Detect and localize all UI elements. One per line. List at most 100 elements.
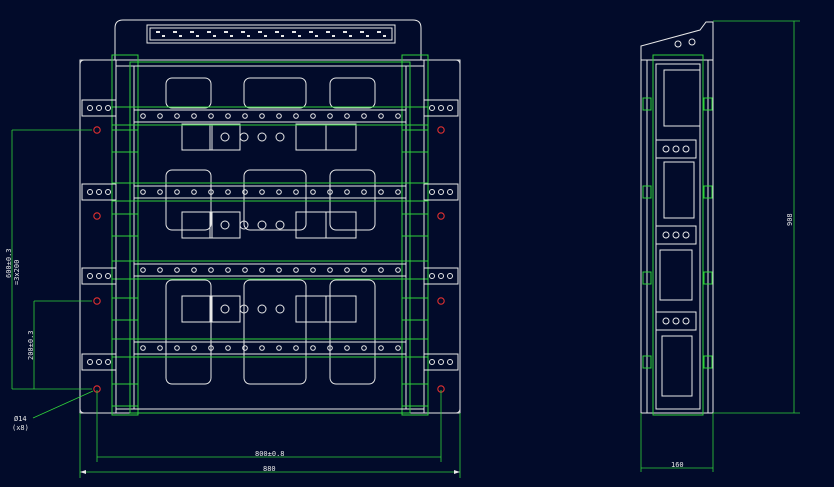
cutout-window [243,279,307,385]
front-view [79,19,461,416]
cutout-inner [325,123,357,151]
front-terminal-blocks [81,99,459,407]
rail-bar [133,263,407,277]
front-top-plate [114,19,422,60]
label-mark [366,35,369,37]
terminal-hole [438,105,444,111]
cutout-window [165,169,212,231]
label-mark [315,35,318,37]
rail-hole [174,113,180,119]
front-body-green [129,61,411,414]
rail-hole [276,345,282,351]
terminal-block [81,183,117,201]
rail-hole [344,189,350,195]
front-mounting-holes [93,126,445,393]
rail-hole [191,189,197,195]
rail-hole [242,267,248,273]
terminal-hole [105,273,111,279]
side-bracket [401,383,429,407]
front-rails [112,106,428,358]
front-label-strip [146,24,396,44]
mounting-hole [437,297,445,305]
rail-hole [361,267,367,273]
label-mark [292,31,296,33]
right-rail-inner [405,65,425,410]
rail-hole [140,189,146,195]
cutout-inner [181,295,213,323]
rail-hole [361,189,367,195]
side-clip [703,97,713,111]
terminal-block [81,353,117,371]
rail-hole [191,267,197,273]
terminal-hole [87,359,93,365]
terminal-hole [429,105,435,111]
rail-hole [242,345,248,351]
label-mark [309,31,313,33]
rail-hole [157,267,163,273]
label-mark [326,31,330,33]
front-body [133,65,407,410]
rail-hole [259,345,265,351]
cutout-window [329,169,376,231]
rail-hole [191,345,197,351]
rail-hole [361,345,367,351]
terminal-hole [87,189,93,195]
label-mark [360,31,364,33]
cutout-inner [209,123,241,151]
side-handle [640,21,714,60]
rail-hole [293,267,299,273]
rail-hole [378,267,384,273]
rail-hole [310,113,316,119]
cutout-hole [275,220,285,230]
mounting-hole [93,297,101,305]
terminal-block [423,183,459,201]
cutout-hole [220,304,230,314]
side-slot [663,69,701,127]
rail-bar [133,185,407,199]
cutout-inner [209,211,241,239]
dim-hole-span: 800±0.8 [255,450,285,458]
cutout-hole [220,220,230,230]
rail-hole [225,267,231,273]
rail-hole [191,113,197,119]
rail-hole [378,189,384,195]
label-mark [258,31,262,33]
rail-hole [157,113,163,119]
cutout-hole [239,220,249,230]
rail-hole [225,189,231,195]
side-clip [642,97,652,111]
cutout-window [165,279,212,385]
terminal-hole [105,105,111,111]
rail-hole [208,113,214,119]
cutout-hole [275,132,285,142]
cutout-window [329,279,376,385]
rail-bar [133,341,407,355]
terminal-hole [105,189,111,195]
front-label-inner [149,27,393,41]
terminal-hole [447,189,453,195]
side-clip [703,355,713,369]
label-mark [383,35,386,37]
terminal-hole [96,105,102,111]
rail-hole [208,345,214,351]
side-terminal-hole [662,145,670,153]
rail-hole [225,113,231,119]
cutout-hole [220,132,230,142]
label-mark [275,31,279,33]
side-terminal-hole [672,145,680,153]
label-mark [162,35,165,37]
rail-hole [344,267,350,273]
rail-hole [140,345,146,351]
terminal-hole [87,105,93,111]
rail-hole [276,189,282,195]
side-dimensions: 908 160 [640,20,800,472]
rail-hole [395,267,401,273]
rail-hole [378,113,384,119]
label-mark [247,35,250,37]
terminal-hole [438,189,444,195]
cutout-hole [239,304,249,314]
rail-hole [327,113,333,119]
rail-hole [174,189,180,195]
rail-hole [208,267,214,273]
